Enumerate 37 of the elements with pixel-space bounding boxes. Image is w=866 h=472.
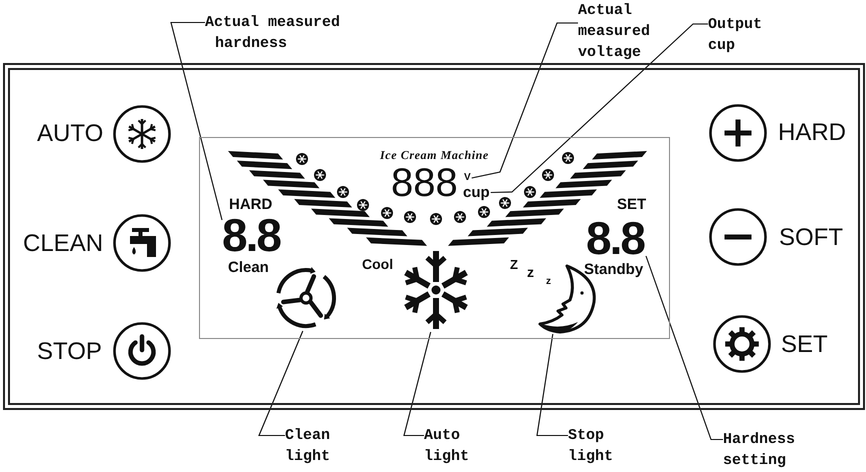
control-label: STOP — [37, 340, 102, 364]
indicator-label: HARD — [229, 197, 272, 212]
callout-label: Actual measured hardness — [205, 12, 350, 54]
indicator-label: Clean — [228, 260, 269, 275]
display-title: Ice Cream Machine — [380, 149, 489, 161]
fan-icon — [274, 265, 338, 331]
digit-readout: 8.8 — [586, 215, 644, 261]
digit-readout: 8.8 — [222, 212, 280, 258]
unit-label: cup — [463, 185, 490, 200]
callout-label: Actual measured voltage — [578, 0, 653, 63]
control-label: HARD — [778, 121, 846, 145]
indicator-label: Standby — [584, 262, 644, 277]
leader-line — [170, 22, 223, 220]
control-label: CLEAN — [23, 232, 104, 256]
callout-label: Hardness setting — [723, 429, 798, 471]
leader-line — [258, 330, 304, 436]
leader-line — [403, 332, 432, 436]
control-label: AUTO — [37, 122, 104, 146]
lcd-screen — [199, 137, 670, 339]
indicator-label: Cool — [362, 257, 394, 271]
control-label: SOFT — [779, 226, 843, 250]
callout-label: Stop light — [568, 425, 615, 467]
indicator-label: SET — [617, 197, 646, 212]
control-panel — [3, 63, 865, 410]
leader-line — [536, 334, 568, 436]
callout-label: Auto light — [424, 425, 471, 467]
callout-label: Clean light — [285, 425, 332, 467]
sleep-letter: z — [527, 265, 534, 279]
leader-line — [472, 22, 578, 179]
leader-line — [490, 23, 708, 194]
sleep-letter: z — [546, 277, 551, 287]
sleep-letter: Z — [510, 258, 518, 271]
unit-label: V — [464, 173, 471, 183]
callout-label: Output cup — [708, 14, 765, 56]
control-label: SET — [781, 333, 828, 357]
digit-readout: 888 — [391, 163, 458, 203]
leader-line — [645, 256, 723, 440]
